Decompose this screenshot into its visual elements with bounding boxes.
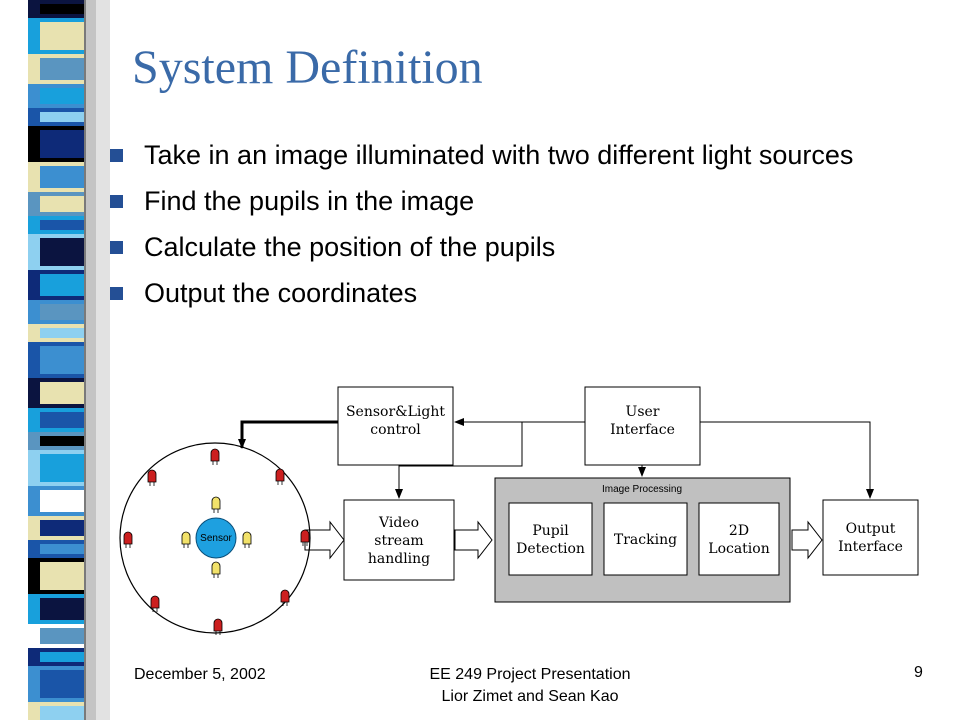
bullet-item: Take in an image illuminated with two di… <box>108 138 898 172</box>
bullet-marker-icon <box>110 241 123 254</box>
sensor-light-control-box: Sensor&Light control <box>337 386 454 466</box>
red-led-icon <box>300 529 310 546</box>
bullet-marker-icon <box>110 195 123 208</box>
svg-text:2D: 2D <box>729 523 749 539</box>
data-flow-arrows <box>304 520 823 560</box>
bullet-marker-icon <box>110 149 123 162</box>
yellow-led-icon <box>181 531 191 548</box>
bullet-item: Calculate the position of the pupils <box>108 230 898 264</box>
red-led-icon <box>150 595 160 612</box>
svg-text:Pupil: Pupil <box>532 523 569 539</box>
svg-text:User: User <box>626 404 660 420</box>
svg-text:Detection: Detection <box>516 541 585 557</box>
pupil-detection-box: Pupil Detection <box>508 502 593 576</box>
bullet-item: Find the pupils in the image <box>108 184 898 218</box>
slide-title: System Definition <box>132 41 483 94</box>
red-led-icon <box>213 618 223 635</box>
svg-text:Image Processing: Image Processing <box>602 484 682 495</box>
tracking-box: Tracking <box>603 502 688 576</box>
yellow-led-icon <box>211 561 221 578</box>
bullet-list: Take in an image illuminated with two di… <box>108 138 898 322</box>
red-led-icon <box>147 469 157 486</box>
svg-text:Interface: Interface <box>838 539 903 555</box>
svg-text:Sensor: Sensor <box>200 533 232 544</box>
yellow-led-icon <box>211 496 221 513</box>
svg-text:Video: Video <box>378 515 419 531</box>
svg-text:Sensor&Light: Sensor&Light <box>346 404 445 420</box>
svg-text:Output: Output <box>846 521 896 537</box>
svg-text:stream: stream <box>374 533 423 549</box>
bullet-item: Output the coordinates <box>108 276 898 310</box>
output-interface-box: Output Interface <box>822 499 919 576</box>
footer-title: EE 249 Project Presentation Lior Zimet a… <box>429 666 631 705</box>
footer-date: December 5, 2002 <box>134 666 266 683</box>
red-led-icon <box>123 531 133 548</box>
video-stream-handling-box: Video stream handling <box>343 499 455 581</box>
yellow-led-icon <box>242 531 252 548</box>
user-interface-box: User Interface <box>584 386 701 466</box>
decorative-stripe <box>28 0 110 720</box>
red-led-icon <box>280 589 290 606</box>
sensor-ring: Sensor <box>119 442 311 635</box>
red-led-icon <box>275 468 285 485</box>
svg-text:Location: Location <box>708 541 769 557</box>
svg-text:Interface: Interface <box>610 422 675 438</box>
red-led-icon <box>210 448 220 465</box>
bullet-marker-icon <box>110 287 123 300</box>
svg-text:Tracking: Tracking <box>614 532 677 548</box>
svg-text:handling: handling <box>368 551 430 567</box>
diagram-connectors <box>238 418 874 499</box>
page-number: 9 <box>914 664 923 681</box>
location-2d-box: 2D Location <box>698 502 780 576</box>
svg-text:control: control <box>370 422 421 438</box>
